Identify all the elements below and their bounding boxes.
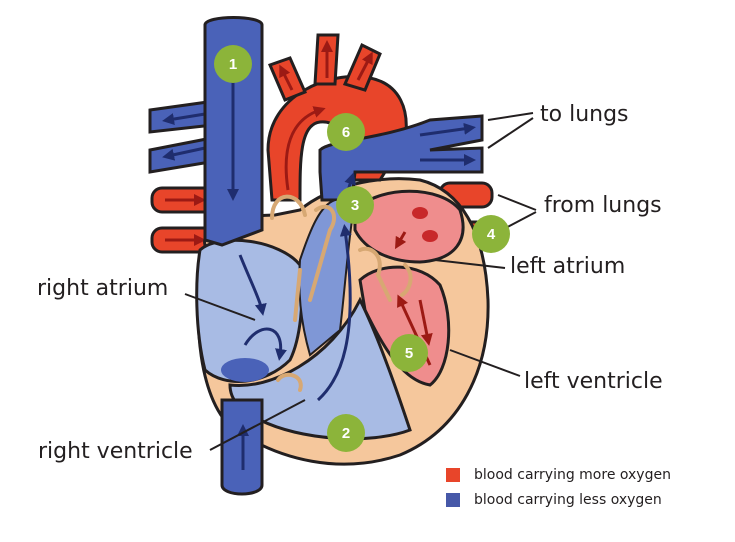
legend-label: blood carrying less oxygen [474,492,662,508]
label-left-atrium: left atrium [510,254,626,279]
legend-swatch-blue [446,493,460,507]
label-to-lungs: to lungs [540,102,629,127]
label-left-ventricle: left ventricle [524,369,663,394]
left-atrium [353,189,465,264]
step-marker-1: 1 [214,45,252,83]
step-marker-6: 6 [327,113,365,151]
step-marker-3: 3 [336,186,374,224]
legend-item-deoxygenated: blood carrying less oxygen [446,492,662,508]
step-marker-2: 2 [327,414,365,452]
step-marker-4: 4 [472,215,510,253]
step-marker-5: 5 [390,334,428,372]
right-atrium-chamber [195,238,304,383]
legend-swatch-red [446,468,460,482]
label-right-atrium: right atrium [37,276,169,301]
legend-item-oxygenated: blood carrying more oxygen [446,467,671,483]
legend-label: blood carrying more oxygen [474,467,671,483]
label-from-lungs: from lungs [544,193,662,218]
label-right-ventricle: right ventricle [38,439,193,464]
pulmonary-artery [318,114,484,202]
outflow-tract [298,199,357,357]
